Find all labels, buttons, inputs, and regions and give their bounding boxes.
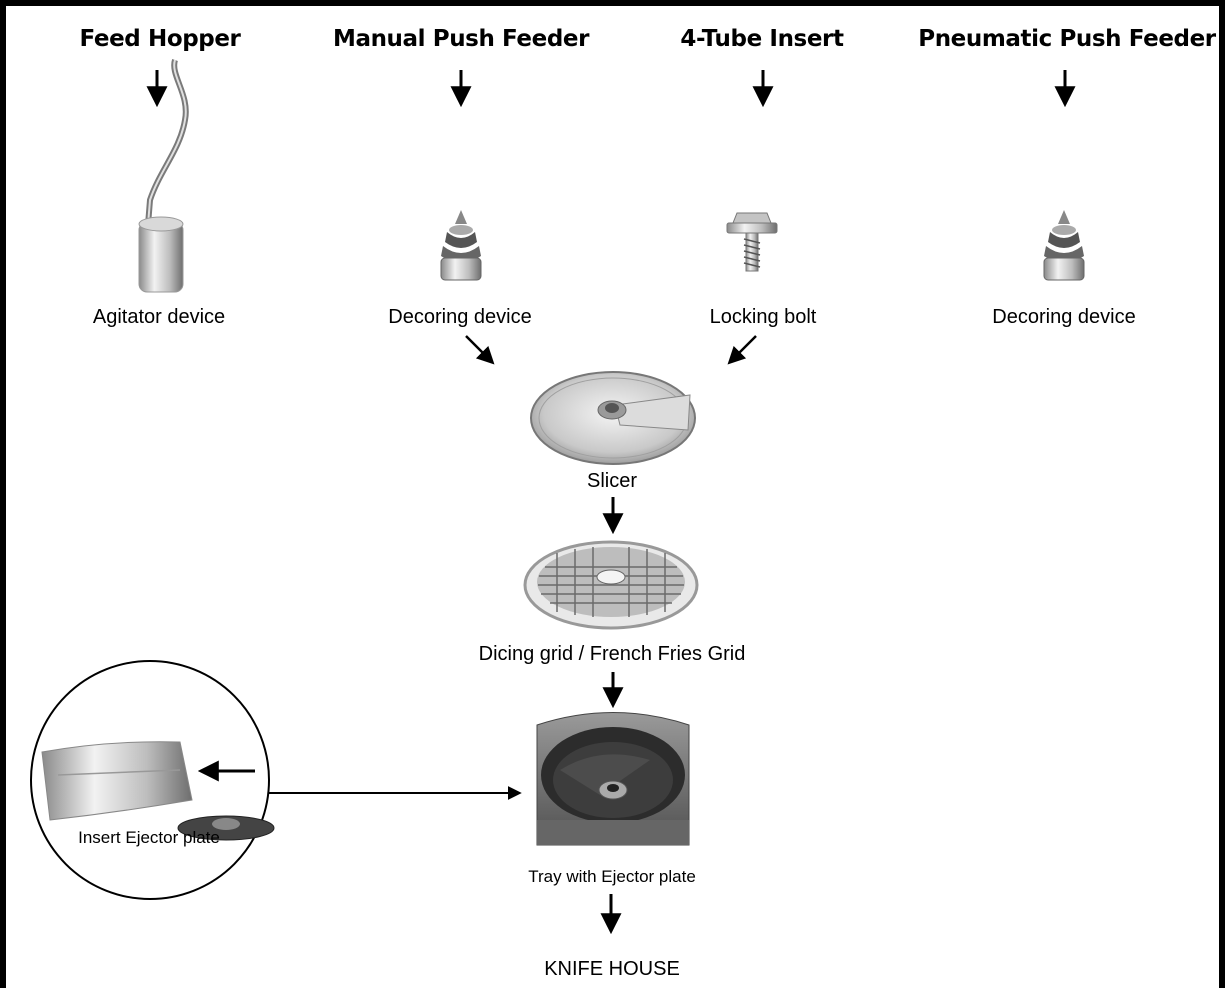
header-feed-hopper: Feed Hopper xyxy=(79,26,241,52)
frame-top-border xyxy=(0,0,1225,6)
header-arrows xyxy=(146,70,1076,108)
locking-bolt-icon xyxy=(726,212,778,272)
label-tray: Tray with Ejector plate xyxy=(528,867,696,886)
frame-right-border xyxy=(1219,0,1225,988)
slicer-disc-icon xyxy=(530,371,696,465)
label-slicer: Slicer xyxy=(586,470,638,492)
agitator-icon xyxy=(138,59,189,293)
frame-left-border xyxy=(0,0,6,988)
header-pneumatic-push-feeder: Pneumatic Push Feeder xyxy=(918,26,1216,52)
header-manual-push-feeder: Manual Push Feeder xyxy=(332,26,590,52)
label-decoring-device-pneumatic: Decoring device xyxy=(992,306,1136,328)
decoring-device-icon xyxy=(1043,210,1085,281)
label-knife-house: KNIFE HOUSE xyxy=(544,958,680,980)
arrow-bolt-to-slicer xyxy=(727,335,757,365)
header-four-tube-insert: 4-Tube Insert xyxy=(680,26,844,52)
ejector-plate-inset xyxy=(30,660,275,900)
decoring-device-icon xyxy=(440,210,482,281)
label-dicing-grid: Dicing grid / French Fries Grid xyxy=(478,643,746,665)
label-insert-ejector-plate: Insert Ejector plate xyxy=(78,828,220,847)
dicing-grid-icon xyxy=(523,540,699,630)
arrow-decoring-to-slicer xyxy=(465,335,495,365)
ejector-plate-icon xyxy=(41,741,275,841)
label-locking-bolt: Locking bolt xyxy=(709,306,817,328)
tray-icon xyxy=(536,712,690,846)
label-decoring-device-manual: Decoring device xyxy=(388,306,532,328)
label-agitator-device: Agitator device xyxy=(92,306,226,328)
